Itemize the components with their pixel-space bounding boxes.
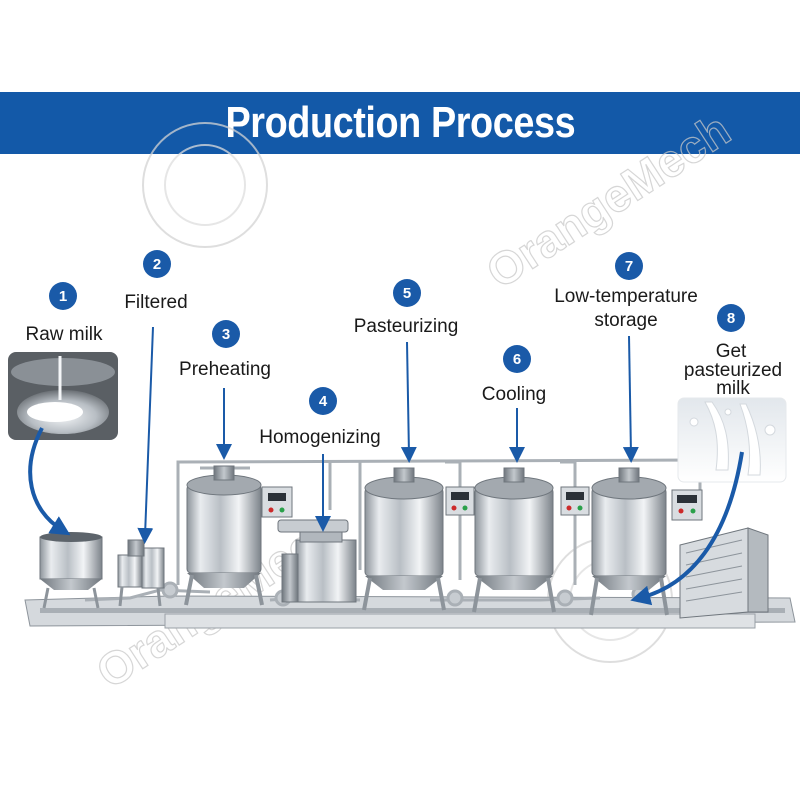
pasteurizing-tank <box>362 467 475 611</box>
step-number: 2 <box>153 256 161 273</box>
step-arrows <box>28 326 744 606</box>
step-badge <box>212 320 240 348</box>
step-badge <box>717 304 745 332</box>
step-number: 6 <box>513 351 521 368</box>
step-number: 5 <box>403 285 411 302</box>
homogenizer <box>277 519 357 603</box>
storage-tank <box>589 467 703 616</box>
watermark-text: OrangeMech <box>477 103 739 298</box>
filter-unit <box>117 539 165 607</box>
arrow-7 <box>622 335 639 463</box>
step-number: 7 <box>625 258 633 275</box>
step-label-line-2: storage <box>594 310 657 331</box>
step-label: Filtered <box>124 292 187 313</box>
page-title: Production Process <box>225 98 575 147</box>
arrow-1 <box>28 427 71 536</box>
step-number: 1 <box>59 288 67 305</box>
step-label: Pasteurizing <box>354 316 459 337</box>
raw-milk-photo <box>8 352 118 440</box>
step-number: 8 <box>727 310 735 327</box>
step-label-line-2: pasteurized <box>684 360 782 381</box>
step-2: 2 Filtered <box>124 250 188 313</box>
step-label-line-3: milk <box>716 378 750 399</box>
raw-milk-tank <box>39 532 103 609</box>
step-4: 4 Homogenizing <box>259 387 381 448</box>
step-label: Preheating <box>179 359 271 380</box>
step-badge <box>393 279 421 307</box>
step-label: Cooling <box>482 384 546 405</box>
step-6: 6 Cooling <box>482 345 546 405</box>
title-banner: Production Process <box>0 92 800 154</box>
arrow-8 <box>630 451 744 606</box>
step-label-line-1: Low-temperature <box>554 286 698 307</box>
step-label: Homogenizing <box>259 427 380 448</box>
step-7: 7 Low-temperature storage <box>554 252 698 331</box>
preheating-tank <box>184 465 293 606</box>
base-frame <box>24 595 796 629</box>
step-badge <box>503 345 531 373</box>
arrow-2 <box>137 326 154 544</box>
step-badge <box>49 282 77 310</box>
step-3: 3 Preheating <box>179 320 271 380</box>
pasteurized-milk-photo <box>677 397 787 483</box>
step-1: 1 Raw milk <box>25 282 103 345</box>
step-badge <box>615 252 643 280</box>
arrow-5 <box>400 341 417 463</box>
step-5: 5 Pasteurizing <box>354 279 459 337</box>
step-badge <box>309 387 337 415</box>
cooling-tank <box>472 467 590 613</box>
step-label-line-1: Get <box>716 341 747 362</box>
condenser-unit <box>679 527 769 619</box>
step-label: Raw milk <box>25 324 103 345</box>
step-8: 8 Get pasteurized milk <box>684 304 782 399</box>
step-number: 4 <box>319 393 328 410</box>
step-badge <box>143 250 171 278</box>
step-number: 3 <box>222 326 230 343</box>
